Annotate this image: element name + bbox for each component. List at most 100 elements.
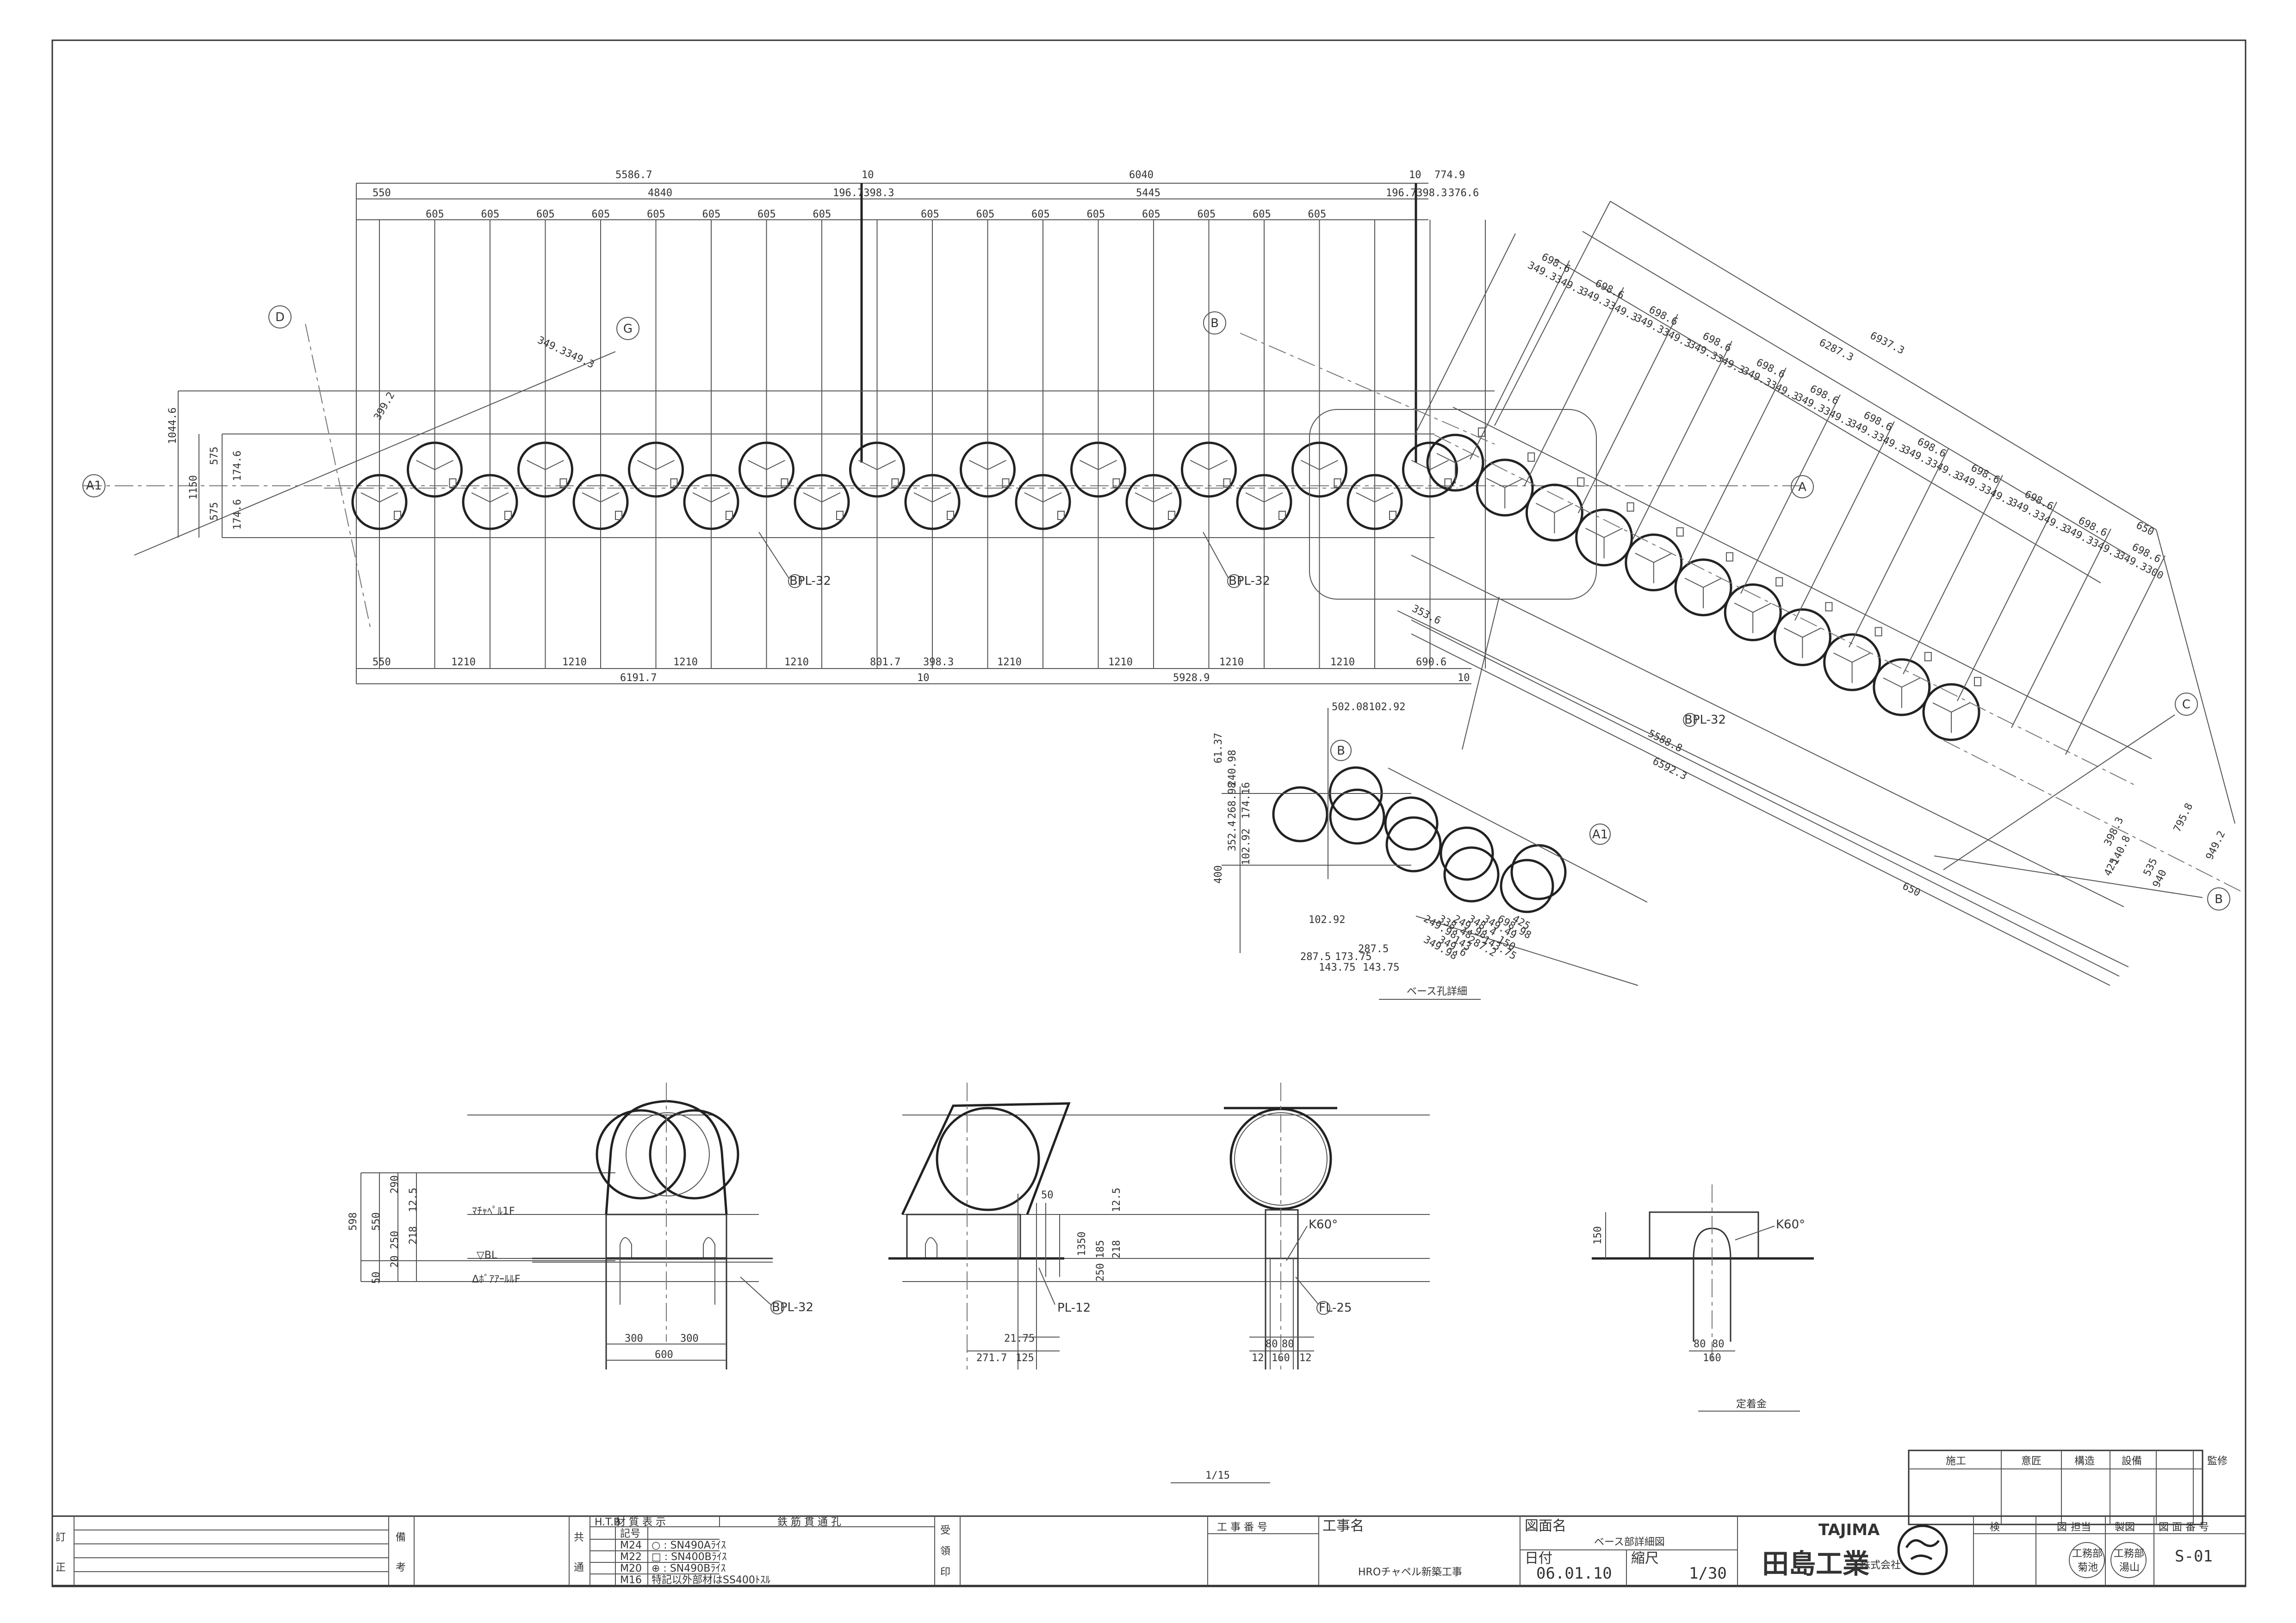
elevation-4-anchor: 150 80 80 160 K60° 定着金 <box>1592 1184 1814 1412</box>
column-base-circle <box>1922 683 1980 741</box>
column-base-circle <box>1291 441 1347 498</box>
dim-diag-total: 6937.3 <box>1868 330 1906 357</box>
dim-bottom-10a: 10 <box>917 672 930 684</box>
dim-bottom-row1: 1210 <box>451 657 476 668</box>
revision-mark-2: 正 <box>56 1562 66 1573</box>
svg-text:B: B <box>1337 744 1345 758</box>
column-base-circle <box>1125 474 1182 530</box>
column-base-circle <box>1724 583 1782 642</box>
svg-text:BPL-32: BPL-32 <box>1229 574 1270 588</box>
plate-label-2: BPL-32 <box>1227 574 1270 588</box>
dim-right: 949.2 <box>2204 829 2228 861</box>
approval-supervision: 監修 <box>2207 1456 2228 1467</box>
work-name-label: 工事名 <box>1322 1518 1364 1534</box>
svg-text:D: D <box>275 310 285 324</box>
svg-text:A: A <box>1798 480 1806 494</box>
elev1-dim-300a: 300 <box>625 1333 643 1344</box>
elev1-dim-20: 20 <box>389 1256 401 1268</box>
dim-diag-bottom: 6592.3 <box>1651 756 1688 782</box>
revision-mark-1: 訂 <box>56 1532 66 1543</box>
elevation-3: 80 80 12 160 12 K60° FL-25 <box>1224 1083 1352 1369</box>
elev3-dim-12a: 12 <box>1252 1352 1264 1364</box>
date-value: 06.01.10 <box>1536 1564 1612 1583</box>
detail-dim-left: 240.98 <box>1227 750 1238 787</box>
elev2-dim-250: 250 <box>1095 1263 1106 1282</box>
htb-label: H.T.B <box>595 1517 621 1528</box>
elev1-dim-12: 12.5 <box>408 1188 419 1212</box>
grid-bubble-g: G <box>616 317 639 340</box>
dim-bottom-6191: 6191.7 <box>620 672 657 684</box>
elev4-dim-80b: 80 <box>1712 1338 1725 1350</box>
elev1-level-2: ▽BL <box>477 1250 497 1261</box>
dim-bottom-row1: 398.3 <box>923 657 954 668</box>
svg-text:BPL-32: BPL-32 <box>789 574 831 588</box>
column-base-circle <box>1236 474 1292 530</box>
svg-text:A1: A1 <box>1592 828 1608 842</box>
elev2-dim-185: 185 <box>1095 1240 1106 1258</box>
detail-dim-143b: 143.75 <box>1363 962 1399 973</box>
svg-text:BPL-32: BPL-32 <box>1684 713 1726 727</box>
svg-text:B: B <box>1210 316 1219 330</box>
column-base-circle <box>1823 633 1881 691</box>
dim-top-605: 605 <box>1308 209 1327 220</box>
detail-dim-left: 174.16 <box>1241 782 1252 819</box>
detail-dim-left: 268.98 <box>1227 782 1238 819</box>
elevation-2: 50 1350 185 218 12.5 250 21.75 271.7 125… <box>888 1083 1123 1369</box>
dim-bottom-row1: 1210 <box>562 657 587 668</box>
detail-circle <box>1329 788 1385 845</box>
dim-bottom-row1: 690.6 <box>1416 657 1446 668</box>
dim-top-10a: 10 <box>862 169 874 181</box>
detail-circle <box>1443 846 1500 903</box>
made-label: 製図 <box>2115 1522 2135 1533</box>
scale-label: 縮尺 <box>1631 1550 1659 1567</box>
svg-text:B: B <box>2215 892 2223 906</box>
dim-top-605: 605 <box>426 209 444 220</box>
dim-top-774: 774.9 <box>1434 169 1465 181</box>
dim-left-174a: 174.6 <box>232 451 243 481</box>
column-base-circle <box>1015 474 1071 530</box>
detail-dim-173: 173.75 <box>1335 951 1371 963</box>
elev4-title: 定着金 <box>1736 1399 1767 1410</box>
elev1-dim-290: 290 <box>389 1175 401 1194</box>
grid-bubble-b-detail: B <box>1330 740 1352 761</box>
detail-circle <box>1510 844 1567 900</box>
column-base-circle <box>1575 508 1633 567</box>
column-base-circle <box>849 441 905 498</box>
drawing-number: S-01 <box>2175 1547 2213 1566</box>
receive-mark-1: 受 <box>940 1525 950 1536</box>
plan-view: A1 D G B A C B 5586.7 10 6040 10 <box>82 169 2245 986</box>
detail-dim-left: 352.4 <box>1227 821 1238 851</box>
plate-label-1: BPL-32 <box>788 574 831 588</box>
svg-text:菊池: 菊池 <box>2078 1562 2098 1573</box>
dim-399-mark: 399.2 <box>372 390 397 422</box>
detail-dim-left: 61.37 <box>1213 733 1224 763</box>
grid-bubble-a-right: A <box>1791 475 1814 498</box>
dim-top-4840: 4840 <box>648 187 672 199</box>
dim-top-605: 605 <box>1253 209 1271 220</box>
work-name: HROチャペル新築工事 <box>1358 1567 1462 1578</box>
elev1-dim-50: 50 <box>371 1272 382 1284</box>
column-base-circle <box>683 474 739 530</box>
detail-dim-left: 102.92 <box>1241 829 1252 865</box>
dim-left-575a: 575 <box>209 446 220 465</box>
common-mark-1: 共 <box>574 1532 584 1543</box>
bolt-hole-header: 鉄 筋 貫 通 孔 <box>777 1517 841 1528</box>
bolt-row: M22 <box>620 1551 642 1563</box>
drawn-label: 図 <box>2057 1522 2067 1533</box>
svg-text:工務部: 工務部 <box>2072 1548 2103 1560</box>
grid-bubble-b-right: B <box>2207 887 2230 911</box>
work-number-label: 工 事 番 号 <box>1217 1522 1267 1533</box>
column-base-circle <box>1873 658 1931 716</box>
dim-left-1044: 1044.6 <box>167 408 179 444</box>
grid-bubble-a1-left: A1 <box>82 474 105 497</box>
column-base-circle <box>904 474 961 530</box>
elev2-plate-label: PL-12 <box>1057 1301 1091 1315</box>
dim-top-605: 605 <box>921 209 939 220</box>
common-mark-2: 通 <box>574 1562 584 1573</box>
callout-box <box>1309 409 1597 600</box>
elev4-weld-label: K60° <box>1776 1218 1805 1232</box>
elevation-1: ﾏﾁｬﾍﾟﾙ1F ▽BL ΔﾎﾞｱｱｰﾙﾙF 598 290 550 250 2… <box>348 1083 813 1369</box>
dim-top-605: 605 <box>813 209 832 220</box>
company-suffix: 株式会社 <box>1860 1560 1901 1571</box>
